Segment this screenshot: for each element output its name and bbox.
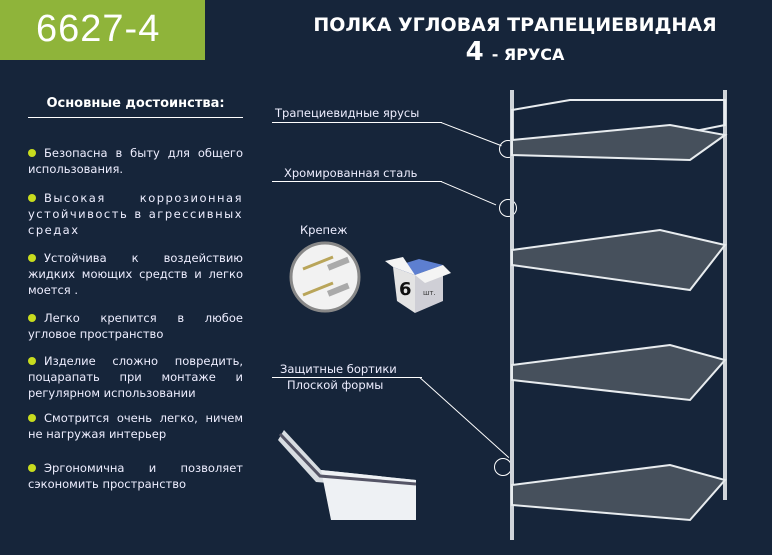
advantages-heading: Основные достоинства: <box>28 96 243 118</box>
advantage-item: Смотрится очень легко, ничем не нагружая… <box>28 411 243 441</box>
bullet-icon <box>28 314 36 322</box>
callout-tiers: Трапециевидные ярусы <box>275 106 420 120</box>
page-title: ПОЛКА УГЛОВАЯ ТРАПЕЦИЕВИДНАЯ 4 - ЯРУСА <box>265 12 765 68</box>
bullet-icon <box>28 414 36 422</box>
shelf-product-image <box>510 90 728 540</box>
bullet-icon <box>28 194 36 202</box>
fasteners-icon <box>289 241 361 313</box>
callout-steel: Хромированная сталь <box>284 166 418 180</box>
advantage-item: Высокая коррозионная устойчивость в агре… <box>28 191 243 237</box>
model-code: 6627-4 <box>0 0 205 60</box>
tier-count: 4 <box>465 37 484 67</box>
bullet-icon <box>28 357 36 365</box>
advantage-item: Устойчива к воздействию жидких моющих ср… <box>28 251 243 297</box>
callout-edges-1: Защитные бортики <box>280 362 397 376</box>
bullet-icon <box>28 464 36 472</box>
advantage-item: Легко крепится в любое угловое пространс… <box>28 311 243 341</box>
callout-line <box>272 377 422 378</box>
callout-line <box>272 181 442 182</box>
callout-line <box>272 122 442 123</box>
callout-edges-2: Плоской формы <box>287 378 384 392</box>
bullet-icon <box>28 254 36 262</box>
edge-closeup-image <box>276 410 416 520</box>
box-count: 6 <box>399 279 412 300</box>
callout-line <box>440 181 497 206</box>
tier-suffix: - ЯРУСА <box>491 45 565 64</box>
bullet-icon <box>28 149 36 157</box>
box-unit: шт. <box>423 289 436 297</box>
box-icon: 6 шт. <box>385 257 451 313</box>
callout-marker <box>499 199 517 217</box>
advantage-item: Безопасна в быту для общего использовани… <box>28 146 243 176</box>
advantage-item: Изделие сложно повредить, поцарапать при… <box>28 354 243 400</box>
title-line: ПОЛКА УГЛОВАЯ ТРАПЕЦИЕВИДНАЯ <box>313 14 717 36</box>
fasteners-label: Крепеж <box>300 223 348 237</box>
advantage-item: Эргономична и позволяет сэкономить прост… <box>28 461 243 491</box>
